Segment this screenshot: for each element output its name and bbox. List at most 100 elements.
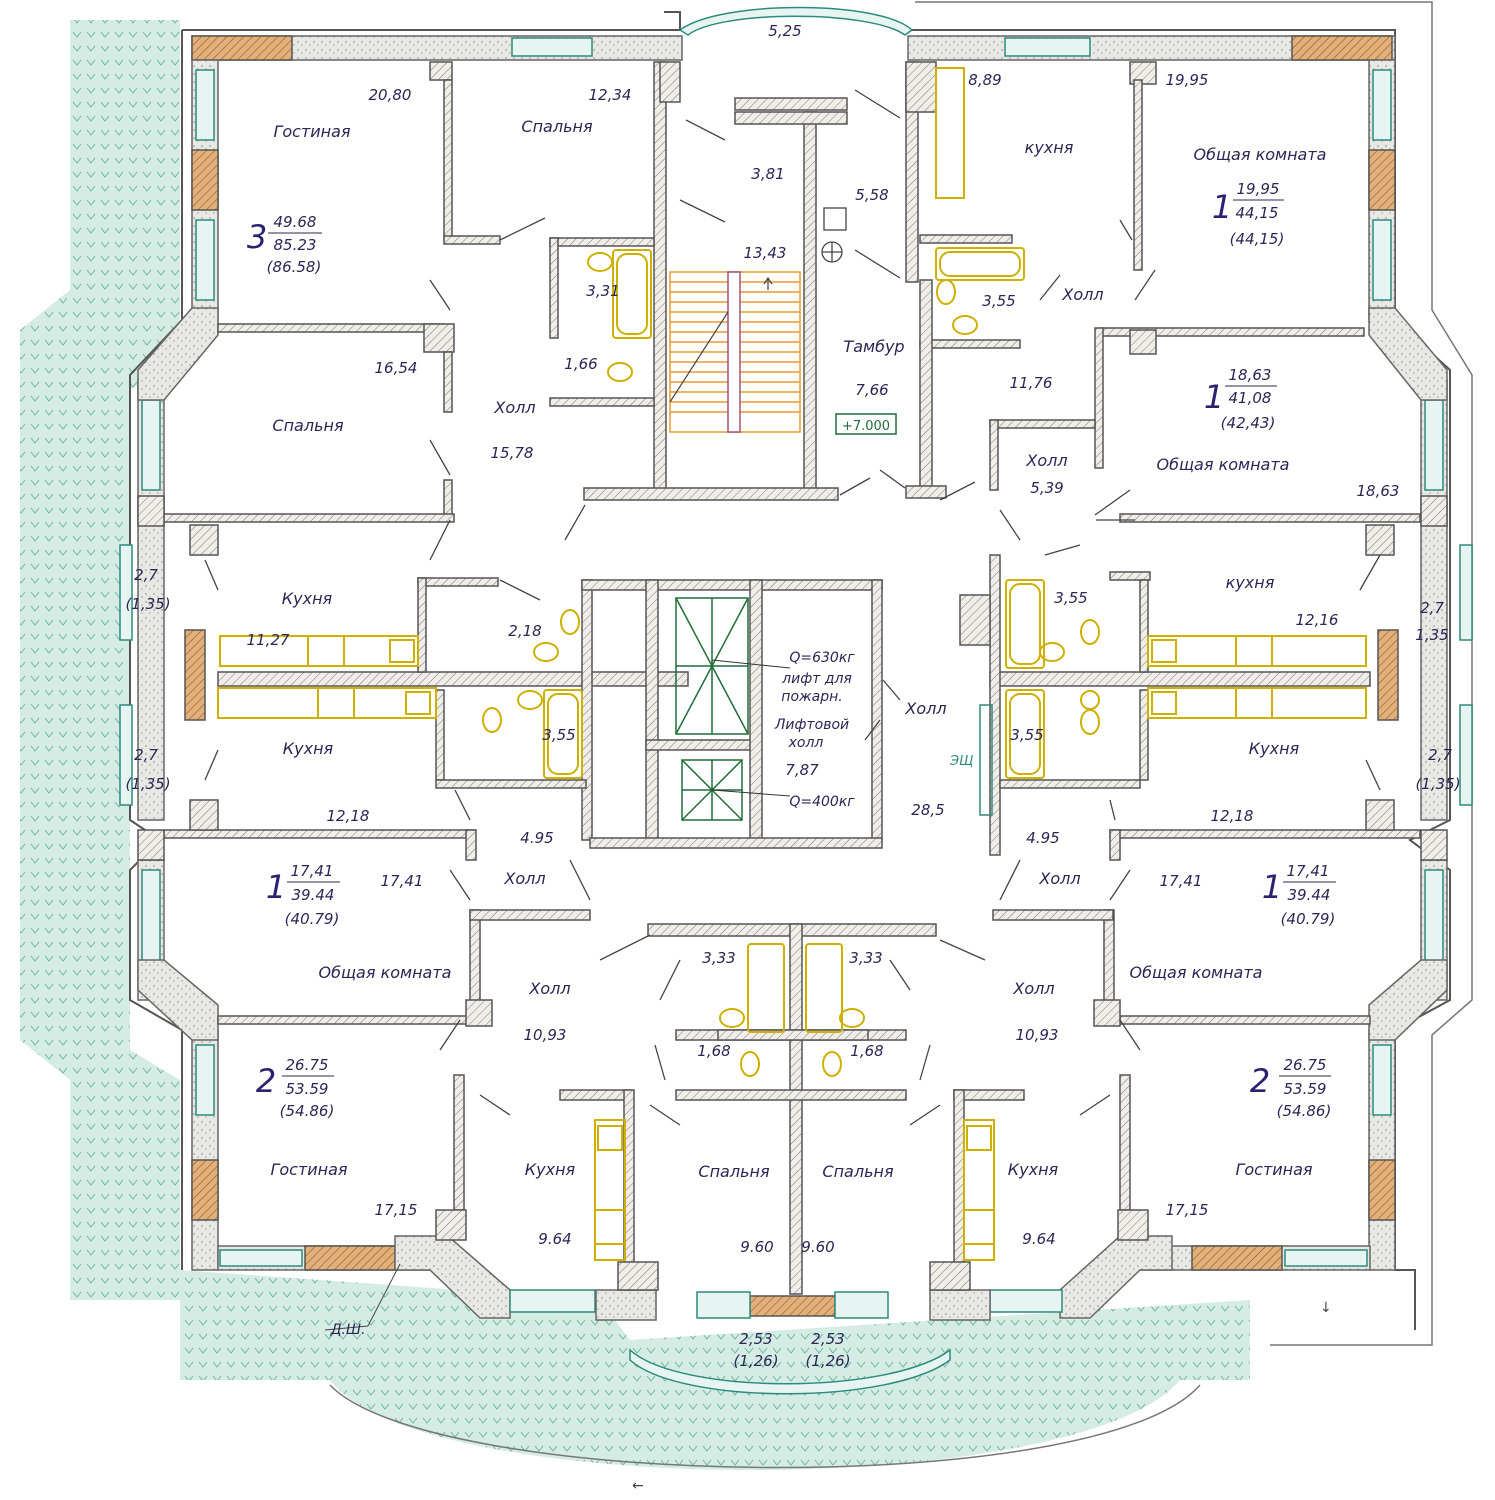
apt-1mr-total: 39.44 [1288, 886, 1331, 904]
bay-left-low [137, 959, 219, 1041]
brick-right-2 [1377, 629, 1399, 721]
win-bay-right [989, 1289, 1063, 1313]
room-br-hall: Холл [1012, 979, 1054, 998]
area-tambur: 7,66 [855, 381, 888, 399]
area-br-hall: 10,93 [1016, 1026, 1059, 1044]
apt-1r2-rooms: 1 [1204, 378, 1224, 416]
area-l-vest: 4.95 [520, 829, 553, 847]
win-right-5 [1372, 1044, 1392, 1116]
area-r-bath-b: 3,55 [1010, 726, 1043, 744]
apt-2r-total-b: (54.86) [1277, 1102, 1332, 1120]
brick-bottom-center [749, 1295, 836, 1317]
area-r2-room: 18,63 [1357, 482, 1400, 500]
area-tr-kitchen: 8,89 [968, 71, 1001, 89]
area-r-kitchen-b: 12,18 [1211, 807, 1254, 825]
win-bottom-c1 [696, 1291, 751, 1319]
brick-left-3 [191, 1159, 219, 1221]
room-l-kitchen-a: Кухня [282, 589, 333, 608]
area-bl-bed: 9.60 [740, 1238, 773, 1256]
win-left-4 [141, 869, 161, 966]
apartment-summary-2-right: 2 26.75 53.59 (54.86) [1250, 1056, 1332, 1120]
apt-1ml-total: 39.44 [292, 886, 335, 904]
area-c-stair: 13,43 [744, 244, 787, 262]
room-tl-hall: Холл [493, 398, 535, 417]
area-br-balc-b: (1,26) [805, 1352, 850, 1370]
area-tl-wc: 1,66 [564, 355, 597, 373]
area-br-bath: 3,33 [849, 949, 882, 967]
room-tl-bed1: Спальня [521, 117, 593, 136]
area-tl-living: 20,80 [369, 86, 412, 104]
area-r-balc-b: 2,7 [1428, 746, 1452, 764]
room-labels: 5,25 Гостиная 20,80 Спальня 12,34 Спальн… [125, 22, 1460, 1370]
duct-label: Д.Ш. [330, 1322, 366, 1338]
brick-bottom-right [1191, 1245, 1283, 1271]
area-tr-bath: 3,55 [982, 292, 1015, 310]
area-l-kitchen-b: 12,18 [327, 807, 370, 825]
apt-2l-total: 53.59 [286, 1080, 329, 1098]
bottom-arc [329, 1384, 1201, 1469]
area-tl-hall: 15,78 [491, 444, 534, 462]
room-br-kitchen: Кухня [1008, 1160, 1059, 1179]
brick-bottom-left [304, 1245, 396, 1271]
apartment-summary-1-top-right: 1 19,95 44,15 (44,15) [1212, 180, 1285, 248]
balcony-left-b [119, 704, 133, 806]
bay-bottom-left [394, 1235, 511, 1319]
apt-1mr-total-b: (40.79) [1281, 910, 1336, 928]
area-l-kitchen-a: 11,27 [247, 631, 290, 649]
area-r2-corr: 11,76 [1010, 374, 1053, 392]
area-l-balc-a-b: (1,35) [125, 595, 170, 613]
room-tr-room: Общая комната [1194, 145, 1327, 164]
brick-left-1 [191, 149, 219, 211]
shaft-label: ЭЩ [949, 754, 973, 769]
area-br-living: 17,15 [1166, 1201, 1209, 1219]
apt-1tr-total-b: (44,15) [1230, 230, 1285, 248]
lift-fire-1: лифт для [781, 671, 852, 687]
terrace-left [20, 20, 180, 1300]
brick-tr [1291, 35, 1393, 61]
area-br-bed: 9.60 [801, 1238, 834, 1256]
wall-bottom-center-r [929, 1289, 991, 1321]
room-bl-hall: Холл [528, 979, 570, 998]
area-c-vest: 5,58 [855, 186, 888, 204]
room-r2-room: Общая комната [1157, 455, 1290, 474]
area-r-balc-b-b: (1,35) [1415, 775, 1460, 793]
level-mark: +7.000 [842, 419, 890, 434]
brick-left-2 [184, 629, 206, 721]
apt-1ml-rooms: 1 [266, 868, 286, 906]
area-l-balc-b: 2,7 [134, 746, 158, 764]
apt-2r-rooms: 2 [1250, 1062, 1270, 1100]
area-bl-hall: 10,93 [524, 1026, 567, 1044]
bay-bottom-right [1059, 1235, 1173, 1319]
area-c-hall: 28,5 [911, 801, 944, 819]
brick-right-1 [1368, 149, 1396, 211]
apartment-summary-1-mid-left: 1 17,41 39.44 (40.79) [266, 862, 340, 928]
win-left-1 [195, 69, 215, 141]
area-lift-hall: 7,87 [785, 761, 819, 779]
area-tl-bed2: 16,54 [375, 359, 418, 377]
area-bl-balc: 2,53 [739, 1330, 772, 1348]
apartment-summary-2-left: 2 26.75 53.59 (54.86) [256, 1056, 335, 1120]
top-balcony-arc [678, 6, 914, 36]
win-top-2 [1004, 37, 1091, 57]
apt-1mr-living: 17,41 [1287, 862, 1330, 880]
room-l-hall: Холл [503, 869, 545, 888]
apt-2r-total: 53.59 [1284, 1080, 1327, 1098]
apt-2l-total-b: (54.86) [280, 1102, 335, 1120]
area-r2-balc: 2,7 [1420, 599, 1444, 617]
area-tl-bath: 3,31 [586, 282, 619, 300]
apartment-summary-1-mid-right: 1 17,41 39.44 (40.79) [1262, 862, 1336, 928]
apt-2l-living: 26.75 [286, 1056, 329, 1074]
area-mr-room: 17,41 [1160, 872, 1203, 890]
area-l-wc-a: 2,18 [508, 622, 541, 640]
vent-icon [821, 207, 847, 263]
lift-small-capacity: Q=400кг [789, 794, 855, 810]
win-top-1 [511, 37, 593, 57]
area-r2-balc-b: 1,35 [1415, 626, 1448, 644]
apt-1ml-living: 17,41 [291, 862, 334, 880]
door-swings [204, 89, 1381, 1126]
balcony-right-b [1459, 704, 1473, 806]
win-bottom-left [219, 1249, 303, 1267]
apt-3-total-b: (86.58) [267, 258, 322, 276]
brick-right-3 [1368, 1159, 1396, 1221]
